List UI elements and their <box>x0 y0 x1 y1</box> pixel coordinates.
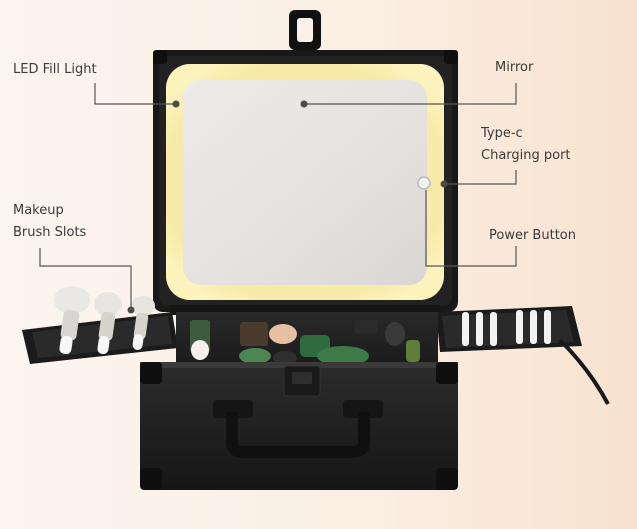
leader-typec <box>444 170 517 185</box>
dot-mirror <box>300 100 308 108</box>
label-led-fill-light: LED Fill Light <box>13 62 97 77</box>
dot-led <box>172 100 180 108</box>
label-makeup-brush-slots: Makeup Brush Slots <box>13 203 87 240</box>
leader-led <box>94 83 176 105</box>
label-mirror: Mirror <box>495 60 534 75</box>
carry-handle <box>213 400 383 458</box>
power-button-icon <box>417 176 431 190</box>
leader-power <box>425 190 517 267</box>
label-power-button: Power Button <box>489 228 576 243</box>
brush-left-2 <box>94 292 122 355</box>
leader-brush <box>39 248 132 310</box>
leader-lines <box>39 83 517 310</box>
brush-left-3 <box>131 296 155 350</box>
case-lid <box>153 50 458 312</box>
cosmetics-tray <box>176 312 438 367</box>
dot-brush <box>127 306 135 314</box>
leader-mirror <box>304 83 517 105</box>
right-brush-tray <box>436 306 610 405</box>
mirror-glass <box>183 80 427 285</box>
dot-typec <box>440 180 448 188</box>
brush-left-1 <box>54 286 90 355</box>
label-type-c: Type-c Charging port <box>481 126 571 163</box>
hanging-loop <box>289 10 321 50</box>
case-body <box>140 362 458 490</box>
left-brush-tray <box>22 286 178 364</box>
